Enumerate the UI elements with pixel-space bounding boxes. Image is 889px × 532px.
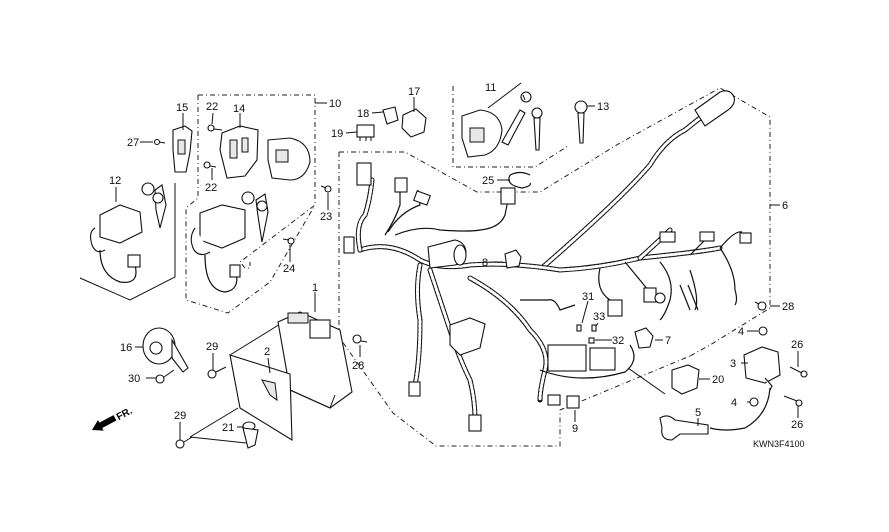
part-22-screw-lower[interactable] (203, 161, 217, 169)
callout-9: 9 (572, 423, 578, 435)
callout-19: 19 (331, 128, 343, 140)
part-4-nut-lower[interactable] (749, 397, 759, 407)
callout-24: 24 (283, 263, 295, 275)
callout-6: 6 (782, 200, 788, 212)
callout-15: 15 (176, 102, 188, 114)
callout-3: 3 (730, 358, 736, 370)
group-10-outline (198, 94, 316, 269)
callout-32: 32 (612, 335, 624, 347)
callout-30: 30 (128, 373, 140, 385)
part-14-switch-body[interactable] (219, 125, 259, 179)
part-15-bracket[interactable] (172, 125, 193, 173)
callout-7: 7 (665, 335, 671, 347)
callout-28-right: 28 (782, 301, 794, 313)
callout-26-lower: 26 (791, 419, 803, 431)
callout-22-lower: 22 (205, 182, 217, 194)
fr-label: FR. (115, 406, 135, 423)
ecu-bolt-lines-b (189, 436, 247, 444)
part-13-key[interactable] (574, 100, 588, 144)
callout-26-upper: 26 (791, 339, 803, 351)
part-21-clamp[interactable] (242, 421, 259, 449)
callout-13: 13 (597, 101, 609, 113)
part-4-nut-upper[interactable] (758, 326, 768, 336)
callout-11: 11 (485, 82, 496, 94)
part-26-bolt-lower[interactable] (783, 395, 803, 407)
callout-18: 18 (357, 108, 369, 120)
part-2-bracket-plate[interactable] (229, 354, 293, 442)
callout-2: 2 (264, 346, 270, 358)
callout-21: 21 (222, 422, 234, 434)
part-10-switch-assembly[interactable] (190, 191, 269, 293)
part-20-relay[interactable] (627, 364, 700, 395)
callout-22-upper: 22 (206, 101, 218, 113)
part-5-spark-plug-cap[interactable] (659, 387, 771, 441)
callout-33: 33 (593, 311, 605, 323)
part-9-connector[interactable] (566, 395, 580, 409)
callout-29-lower: 29 (174, 410, 186, 422)
callout-5: 5 (695, 407, 701, 419)
ecu-bolt-lines (189, 407, 239, 438)
part-6-wire-harness[interactable] (343, 90, 752, 432)
part-23-screw[interactable] (320, 185, 332, 193)
callout-17: 17 (408, 86, 420, 98)
part-28-bolt-center[interactable] (352, 334, 368, 344)
part-19-relay[interactable] (356, 124, 375, 141)
callout-23: 23 (320, 211, 332, 223)
part-25-band[interactable] (508, 171, 531, 189)
callout-16: 16 (120, 342, 132, 354)
group-11-outline (452, 86, 569, 168)
callout-27: 27 (127, 137, 139, 149)
part-3-ignition-coil[interactable] (743, 346, 781, 391)
part-29-bolt-upper[interactable] (207, 366, 227, 379)
drawing-code: KWN3F4100 (753, 439, 805, 449)
part-11-lock-set[interactable] (461, 91, 543, 158)
callout-1: 1 (312, 282, 318, 294)
part-29-bolt-lower[interactable] (175, 436, 193, 449)
callout-4-lower: 4 (731, 397, 737, 409)
group-11-leader (487, 82, 522, 109)
part-17-relay[interactable] (401, 108, 427, 138)
part-16-horn[interactable] (142, 327, 189, 373)
fr-arrow-icon (92, 415, 117, 431)
part-26-bolt-upper[interactable] (789, 366, 808, 378)
part-30-bolt[interactable] (155, 369, 175, 384)
callout-29-upper: 29 (206, 341, 218, 353)
callout-20: 20 (712, 374, 724, 386)
part-7-connector[interactable] (634, 327, 654, 349)
callout-14: 14 (233, 103, 245, 115)
callout-labels: 1 2 3 4 4 5 6 7 8 9 10 11 12 13 14 15 16… (109, 82, 803, 435)
group-6-outline (339, 87, 771, 357)
part-24-screw[interactable] (282, 237, 295, 245)
part-27-screw[interactable] (153, 138, 166, 146)
part-8-connector[interactable] (504, 249, 522, 269)
callout-8: 8 (482, 257, 488, 269)
callout-10: 10 (329, 98, 341, 110)
callout-31: 31 (582, 291, 594, 303)
front-direction-indicator: FR. (92, 406, 135, 431)
part-28-bolt-right[interactable] (754, 301, 767, 311)
part-22-screw-upper[interactable] (207, 124, 223, 132)
callout-25: 25 (482, 175, 494, 187)
callout-28-center: 28 (352, 360, 364, 372)
part-12-ignition-switch[interactable] (89, 182, 167, 283)
part-1-ecu[interactable] (277, 311, 353, 409)
group-12-outline (79, 183, 176, 301)
callout-12: 12 (109, 175, 121, 187)
callout-4-upper: 4 (738, 326, 744, 338)
part-14-switch-housing[interactable] (267, 137, 311, 181)
leader-lines (115, 94, 799, 440)
part-18-relay-cover[interactable] (382, 106, 399, 125)
